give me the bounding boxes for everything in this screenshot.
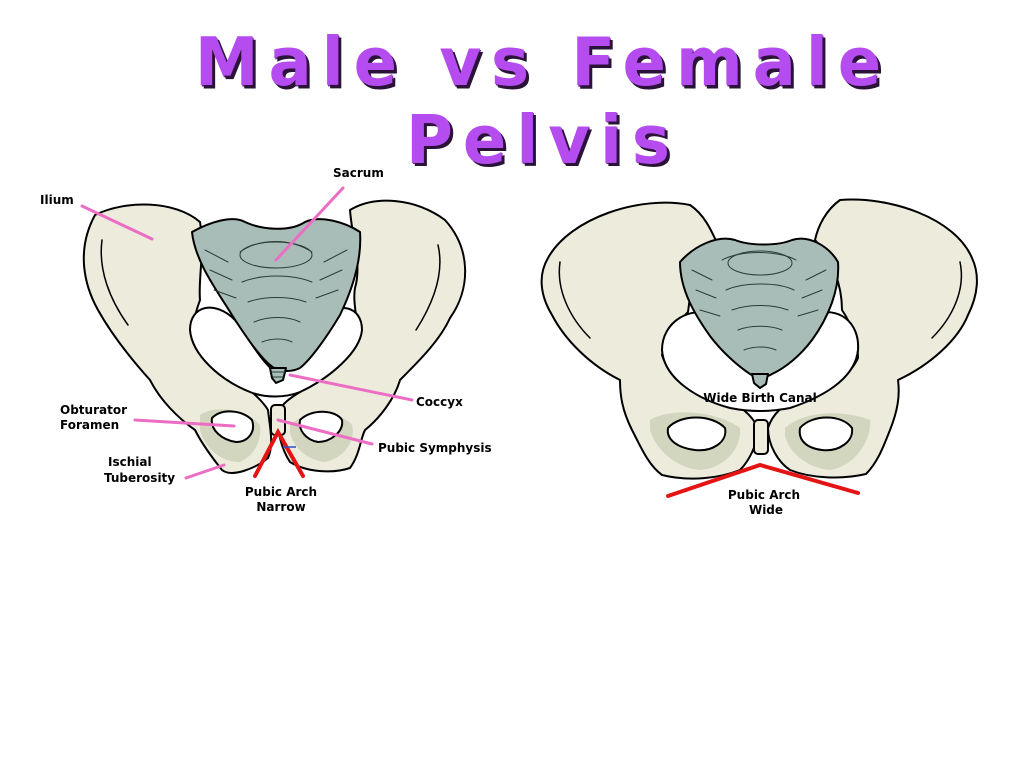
male-pelvis: Ilium Sacrum Coccyx Obturator Foramen Is… (40, 166, 492, 514)
label-ilium: Ilium (40, 193, 74, 207)
label-male-pubic-arch-line2: Narrow (256, 500, 305, 514)
label-male-pubic-arch-line1: Pubic Arch (245, 485, 317, 499)
label-female-pubic-arch-line2: Wide (749, 503, 783, 517)
female-left-hip-bone (540, 201, 759, 480)
label-ischial-tuberosity-line1: Ischial (108, 455, 152, 469)
female-coccyx (751, 373, 769, 389)
female-right-obturator-hole (798, 416, 854, 452)
female-pubic-arch-line (666, 462, 860, 498)
male-sacrum (191, 218, 362, 372)
slide-title: Male vs Female Pelvis (194, 24, 892, 180)
female-right-hip-bone (767, 198, 978, 479)
label-pubic-symphysis: Pubic Symphysis (378, 441, 492, 455)
label-sacrum: Sacrum (333, 166, 384, 180)
label-ischial-tuberosity-line2: Tuberosity (104, 471, 175, 485)
label-wide-birth-canal: Wide Birth Canal (703, 391, 817, 405)
female-pelvis: Wide Birth Canal Pubic Arch Wide (540, 198, 978, 517)
male-pubic-arch-line (253, 427, 305, 478)
female-sacrum (679, 237, 840, 378)
label-obturator-foramen-line1: Obturator (60, 403, 127, 417)
label-coccyx: Coccyx (416, 395, 463, 409)
female-left-obturator-hole (666, 416, 727, 452)
label-obturator-foramen-line2: Foramen (60, 418, 119, 432)
label-female-pubic-arch-line1: Pubic Arch (728, 488, 800, 502)
